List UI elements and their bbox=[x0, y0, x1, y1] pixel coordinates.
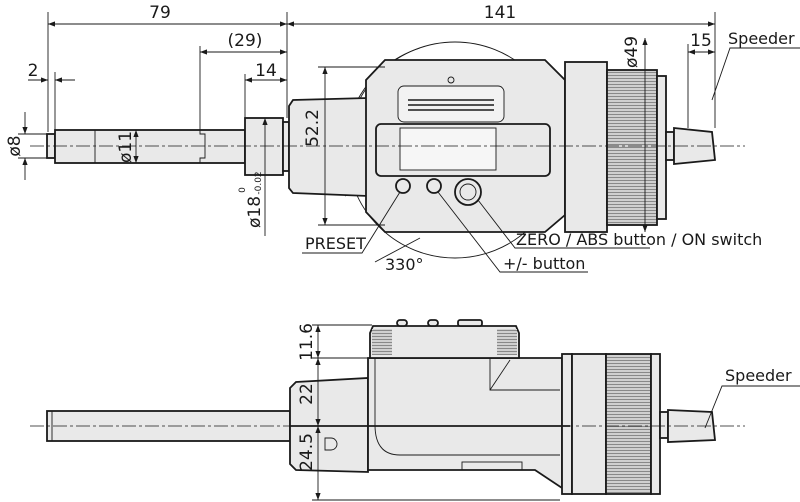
dim-2: 2 bbox=[28, 61, 39, 81]
dim-15: 15 bbox=[690, 31, 712, 51]
thimble-base-side bbox=[571, 353, 607, 495]
thimble-knurl[interactable] bbox=[606, 69, 658, 226]
label-plus-minus: +/- button bbox=[503, 254, 585, 273]
label-speeder-side: Speeder bbox=[725, 366, 792, 385]
display-top-side bbox=[369, 325, 520, 359]
label-speeder-top: Speeder bbox=[728, 29, 795, 48]
dim-d18: ø18 bbox=[245, 196, 265, 228]
thimble-knurl-side[interactable] bbox=[605, 353, 652, 495]
zero-abs-button[interactable] bbox=[454, 178, 482, 206]
dim-52-2: 52.2 bbox=[303, 109, 323, 147]
plus-minus-button[interactable] bbox=[426, 178, 442, 194]
speeder[interactable] bbox=[673, 127, 716, 165]
counter-body-side bbox=[367, 357, 563, 490]
dim-d11: ø11 bbox=[116, 131, 136, 163]
spindle bbox=[54, 129, 246, 164]
dim-141: 141 bbox=[484, 3, 516, 23]
dim-d49: ø49 bbox=[622, 36, 642, 68]
dim-29: (29) bbox=[228, 31, 263, 51]
dim-d8: ø8 bbox=[5, 135, 25, 156]
dim-79: 79 bbox=[149, 3, 171, 23]
dim-d18-tol-lower: -0.02 bbox=[254, 171, 264, 194]
label-preset: PRESET bbox=[305, 234, 366, 253]
dim-11-6: 11.6 bbox=[297, 323, 317, 361]
thimble-base bbox=[564, 61, 608, 233]
dim-22: 22 bbox=[297, 383, 317, 405]
dim-24-5: 24.5 bbox=[297, 433, 317, 471]
preset-button[interactable] bbox=[395, 178, 411, 194]
dim-330-deg: 330° bbox=[385, 255, 424, 274]
sleeve-side bbox=[289, 377, 369, 473]
display-cover bbox=[397, 85, 505, 123]
dim-14: 14 bbox=[255, 61, 277, 81]
clamp-collar bbox=[244, 117, 284, 176]
sleeve bbox=[288, 97, 369, 197]
top-view: 79 141 (29) 14 2 15 Speeder ø8 ø11 52.2 … bbox=[5, 3, 800, 274]
side-view: 11.6 22 24.5 Speeder bbox=[30, 319, 800, 501]
lcd-display bbox=[399, 127, 497, 171]
label-zero-abs-on: ZERO / ABS button / ON switch bbox=[516, 230, 762, 249]
dim-d18-tol-upper: 0 bbox=[238, 187, 248, 193]
